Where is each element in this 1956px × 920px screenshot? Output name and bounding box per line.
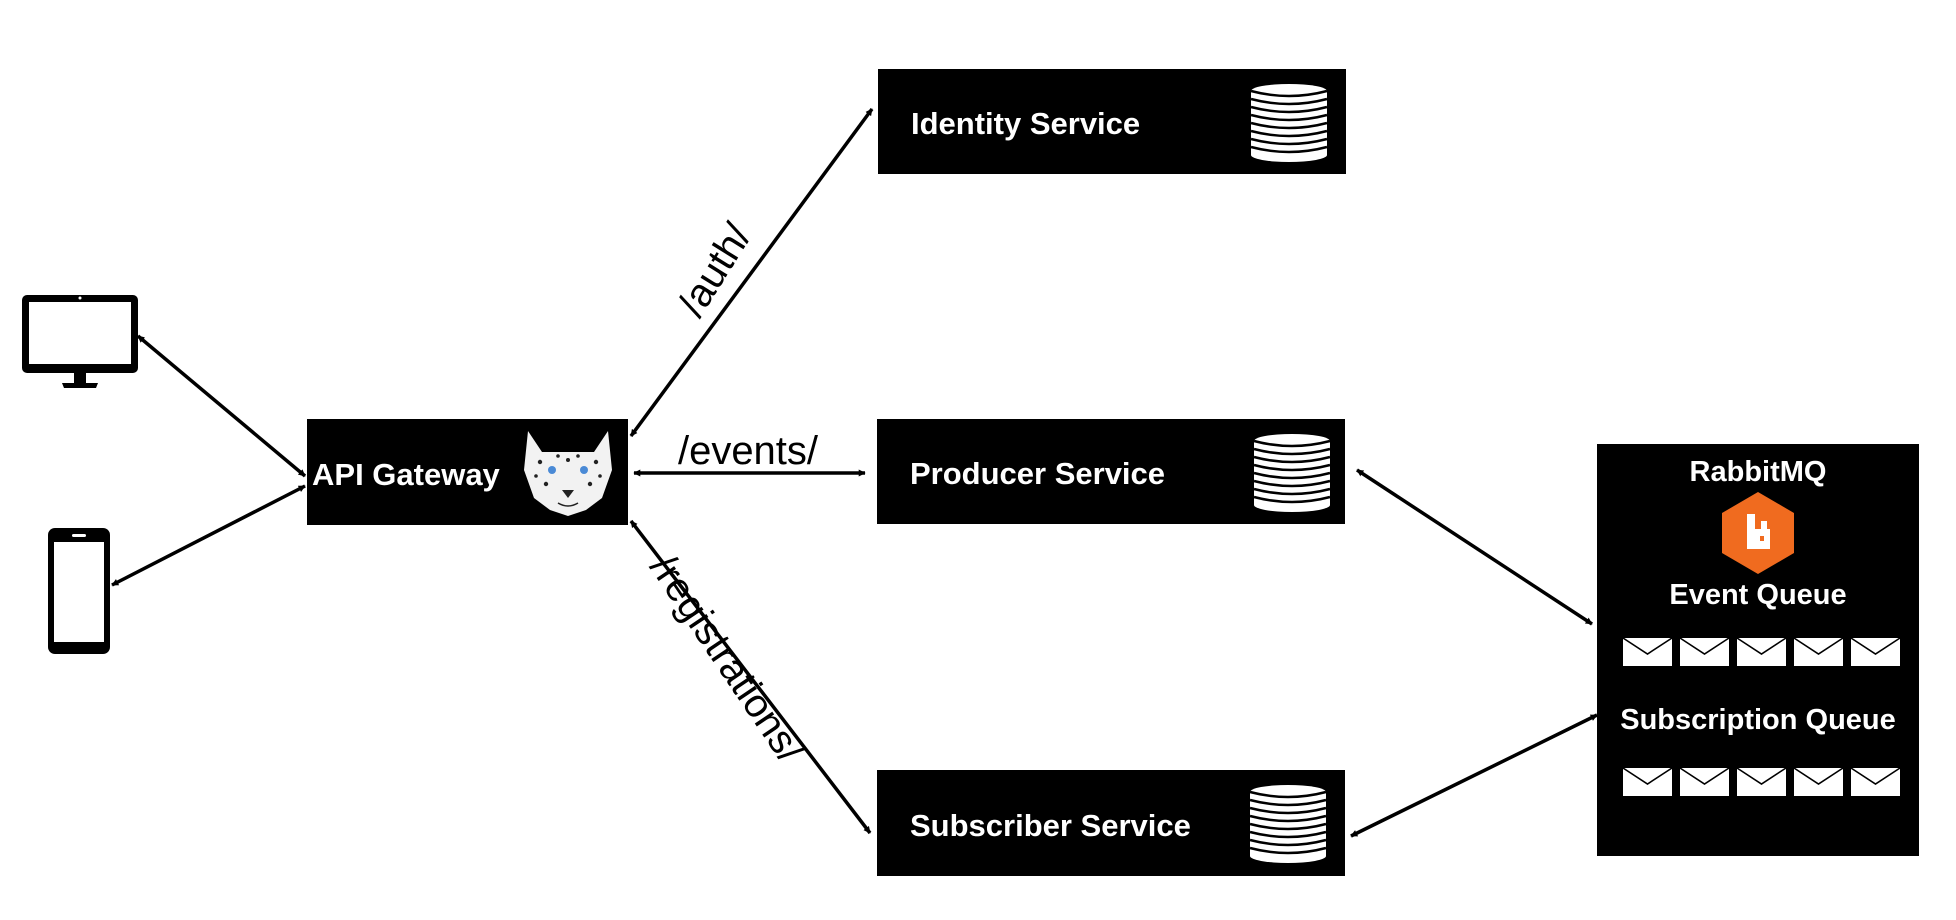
identity-service-label: Identity Service [911, 106, 1140, 141]
connector-auth [629, 107, 874, 438]
subscription-queue-messages [1622, 767, 1901, 796]
desktop-monitor-icon [22, 295, 138, 388]
connector-registrations [629, 519, 872, 835]
route-label-auth: /auth/ [670, 215, 761, 324]
database-icon [1253, 434, 1331, 512]
rabbitmq-title: RabbitMQ [1690, 456, 1827, 488]
subscriber-service-box: Subscriber Service [877, 770, 1345, 876]
route-label-registrations: /registrations/ [641, 547, 812, 771]
producer-service-box: Producer Service [877, 419, 1345, 524]
connector-subscriber-broker [1350, 713, 1598, 838]
message-envelope-icon [1622, 767, 1673, 796]
identity-service-box: Identity Service [878, 69, 1346, 174]
subscriber-service-label: Subscriber Service [910, 808, 1191, 843]
message-envelope-icon [1850, 637, 1901, 666]
message-envelope-icon [1736, 767, 1787, 796]
rabbitmq-logo [1722, 492, 1794, 574]
message-envelope-icon [1850, 767, 1901, 796]
connector-desktop-gateway [136, 334, 307, 478]
rabbitmq-box: RabbitMQ Event Queue [1597, 444, 1919, 856]
message-envelope-icon [1793, 637, 1844, 666]
connector-phone-gateway [111, 484, 306, 587]
api-gateway-box: API Gateway [307, 419, 628, 525]
event-queue-messages [1622, 637, 1901, 666]
message-envelope-icon [1679, 767, 1730, 796]
message-envelope-icon [1622, 637, 1673, 666]
api-gateway-label: API Gateway [312, 457, 501, 492]
database-icon [1250, 84, 1328, 162]
connector-producer-broker [1356, 468, 1593, 626]
producer-service-label: Producer Service [910, 456, 1165, 491]
subscription-queue-label: Subscription Queue [1620, 704, 1896, 736]
message-envelope-icon [1679, 637, 1730, 666]
mobile-phone-icon [48, 528, 110, 654]
database-icon [1249, 785, 1327, 863]
message-envelope-icon [1793, 767, 1844, 796]
route-label-events: /events/ [678, 429, 819, 473]
leopard-icon [524, 431, 612, 516]
event-queue-label: Event Queue [1669, 579, 1846, 611]
connectors [111, 107, 1598, 838]
message-envelope-icon [1736, 637, 1787, 666]
